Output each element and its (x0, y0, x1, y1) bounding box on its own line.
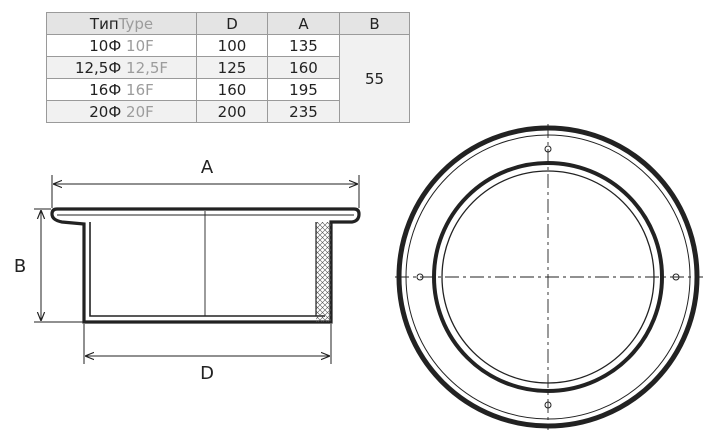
mounting-hole-right (672, 273, 680, 281)
dimension-d (83, 324, 332, 364)
mounting-hole-bottom (544, 401, 552, 409)
type-cyrillic: 12,5Ф (74, 58, 122, 77)
type-latin: 16F (126, 80, 154, 99)
mounting-hole-left (416, 273, 424, 281)
table-row: 16Ф 16F 160 195 (46, 78, 410, 101)
type-latin: 20F (126, 102, 154, 121)
table-row: 10Ф 10F 100 135 55 (46, 34, 410, 123)
header-type: ТипType (46, 12, 197, 35)
cell-type: 12,5Ф 12,5F (46, 56, 197, 79)
type-cyrillic: 10Ф (89, 36, 122, 55)
header-b: B (339, 12, 410, 35)
dimensions-table: ТипType D A B 10Ф 10F 100 135 55 12,5Ф 1… (46, 12, 410, 123)
type-cyrillic: 16Ф (89, 80, 122, 99)
header-a: A (267, 12, 340, 35)
cell-b: 55 (339, 34, 410, 123)
type-cyrillic: 20Ф (89, 102, 122, 121)
mounting-hole-top (544, 145, 552, 153)
cell-type: 20Ф 20F (46, 100, 197, 123)
cell-type: 10Ф 10F (46, 34, 197, 57)
cell-d: 200 (196, 100, 268, 123)
side-view (50, 207, 361, 324)
type-latin: 12,5F (126, 58, 169, 77)
type-latin: 10F (126, 36, 154, 55)
header-d: D (196, 12, 268, 35)
cell-a: 195 (267, 78, 340, 101)
cell-a: 135 (267, 34, 340, 57)
hatched-section (316, 222, 331, 322)
table-row: 20Ф 20F 200 235 (46, 100, 410, 123)
side-view-body (50, 207, 361, 324)
dimension-label-d: D (200, 363, 214, 384)
dimension-a (51, 175, 360, 208)
cell-a: 160 (267, 56, 340, 79)
header-type-latin: Type (118, 14, 154, 33)
pipe-inner-wall (89, 222, 325, 317)
dimension-label-b: B (14, 256, 26, 277)
cell-a: 235 (267, 100, 340, 123)
dimension-b (34, 208, 83, 323)
cell-type: 16Ф 16F (46, 78, 197, 101)
table-row: 12,5Ф 12,5F 125 160 (46, 56, 410, 79)
header-type-cyrillic: Тип (89, 14, 119, 33)
table-header-row: ТипType D A B (46, 12, 410, 35)
front-view (395, 124, 703, 430)
dimension-label-a: A (201, 157, 214, 178)
